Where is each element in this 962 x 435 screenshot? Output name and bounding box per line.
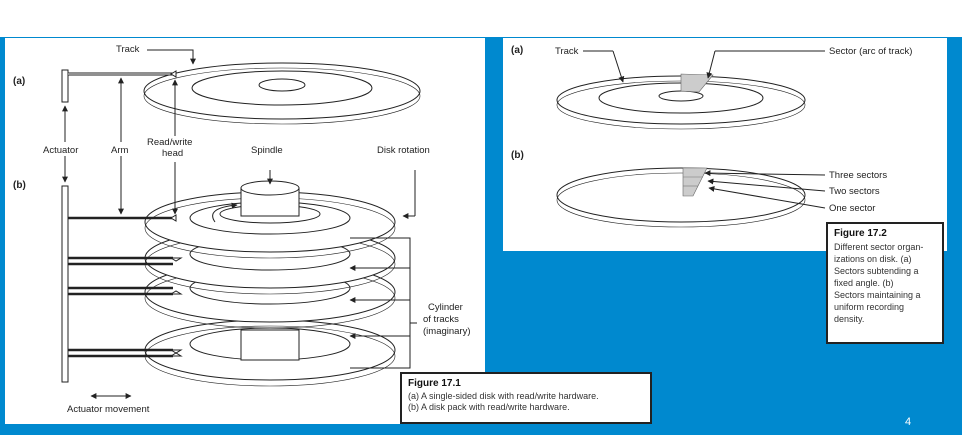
caption-line: fixed angle. (b) <box>834 278 894 288</box>
caption-line: Different sector organ- <box>834 242 924 252</box>
track-label: Track <box>116 44 140 55</box>
three-sectors-label: Three sectors <box>829 170 887 181</box>
figure-17-1-caption: Figure 17.1 (a) A single-sided disk with… <box>400 372 652 424</box>
rw-head-label-1: Read/write <box>147 137 192 148</box>
rw-head-label-2: head <box>162 148 183 159</box>
caption-line: Sectors subtending a <box>834 266 919 276</box>
caption-title: Figure 17.2 <box>834 228 887 239</box>
caption-line: izations on disk. (a) <box>834 254 912 264</box>
figure-17-2-caption: Figure 17.2 Different sector organ- izat… <box>826 222 944 344</box>
label-a: (a) <box>13 76 25 87</box>
disk-rotation-label: Disk rotation <box>377 145 430 156</box>
caption-line: (b) A disk pack with read/write hardware… <box>408 402 570 412</box>
track-label: Track <box>555 46 579 57</box>
label-b: (b) <box>511 150 524 161</box>
label-a: (a) <box>511 45 523 56</box>
single-disk <box>143 62 421 125</box>
sector-diagram: (a) (b) Track Sector (arc of track) Thre… <box>511 45 912 228</box>
disk-pack <box>144 180 396 387</box>
disk-hardware-diagram: (a) (b) Track Actuator Arm Read/write he… <box>13 44 471 415</box>
cylinder-label-2: of tracks <box>423 314 459 325</box>
one-sector-label: One sector <box>829 203 875 214</box>
actuator-b <box>61 185 69 383</box>
disk-uniform-density <box>556 167 806 228</box>
caption-line: (a) A single-sided disk with read/write … <box>408 391 599 401</box>
disk-fixed-angle <box>556 73 806 130</box>
arm-label: Arm <box>111 145 129 156</box>
arms <box>68 214 183 358</box>
caption-line: uniform recording <box>834 302 905 312</box>
figure-sector-organizations: (a) (b) Track Sector (arc of track) Thre… <box>503 38 947 251</box>
label-b: (b) <box>13 180 26 191</box>
actuator-label: Actuator <box>43 145 78 156</box>
two-sectors-label: Two sectors <box>829 186 880 197</box>
caption-line: Sectors maintaining a <box>834 290 921 300</box>
actuator-movement-label: Actuator movement <box>67 404 150 415</box>
caption-line: density. <box>834 314 865 324</box>
cylinder-label-1: Cylinder <box>428 302 463 313</box>
spindle-label: Spindle <box>251 145 283 156</box>
caption-title: Figure 17.1 <box>408 378 461 389</box>
page-number: 4 <box>905 416 912 428</box>
cylinder-label-3: (imaginary) <box>423 326 471 337</box>
figure-disk-hardware: (a) (b) Track Actuator Arm Read/write he… <box>5 38 485 424</box>
actuator-a <box>61 69 69 103</box>
sector-arc-label: Sector (arc of track) <box>829 46 912 57</box>
